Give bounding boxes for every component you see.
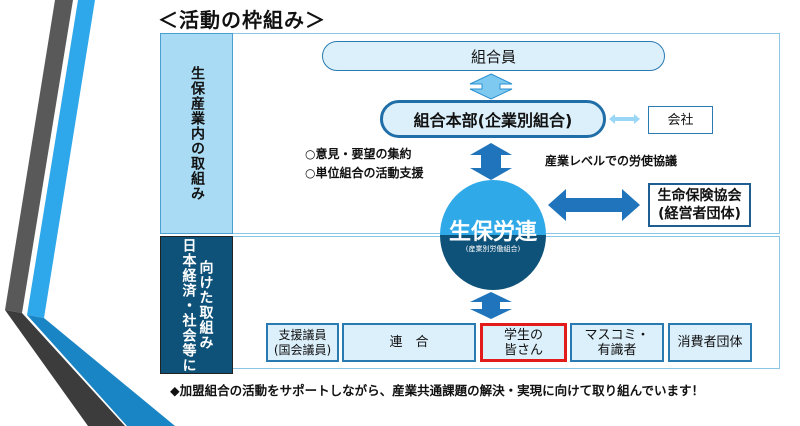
industry-section-label: 生保産業内の取組み [160, 33, 233, 234]
partner-students: 学生の皆さん [480, 323, 567, 362]
federation-partners-arrow [470, 292, 512, 319]
note-labor-management: 産業レベルでの労使協議 [545, 154, 678, 168]
hq-federation-arrow [470, 143, 512, 180]
page-title: ＜活動の枠組み＞ [158, 8, 326, 32]
society-section-label: 日本経済・社会等に 向けた取組み [160, 236, 233, 374]
hq-company-arrow [609, 114, 640, 124]
note-support-activities: ○単位組合の活動支援 [305, 166, 424, 180]
note-aggregate-opinions: ○意見・要望の集約 [305, 147, 412, 161]
life-insurance-association-node: 生命保険協会 (経営者団体) [648, 183, 751, 227]
decorative-stripes [5, 0, 175, 426]
footer-note: ◆加盟組合の活動をサポートしながら、産業共通課題の解決・実現に向けて取り組んでい… [170, 383, 704, 398]
partner-consumer-groups: 消費者団体 [668, 323, 752, 362]
company-node: 会社 [648, 106, 713, 134]
union-hq-node: 組合本部(企業別組合) [380, 100, 606, 138]
society-label-col2: 向けた取組み [197, 260, 214, 350]
partner-rengo: 連 合 [342, 323, 476, 362]
members-hq-arrow [469, 73, 513, 100]
society-label-col1: 日本経済・社会等に [180, 237, 197, 373]
partner-media-experts: マスコミ・有識者 [570, 323, 664, 362]
partner-supporting-legislators: 支援議員(国会議員) [266, 323, 339, 362]
federation-lia-arrow [548, 189, 640, 221]
federation-node: 生保労連 (産業別労働組合) [440, 180, 546, 290]
members-node: 組合員 [322, 41, 665, 71]
